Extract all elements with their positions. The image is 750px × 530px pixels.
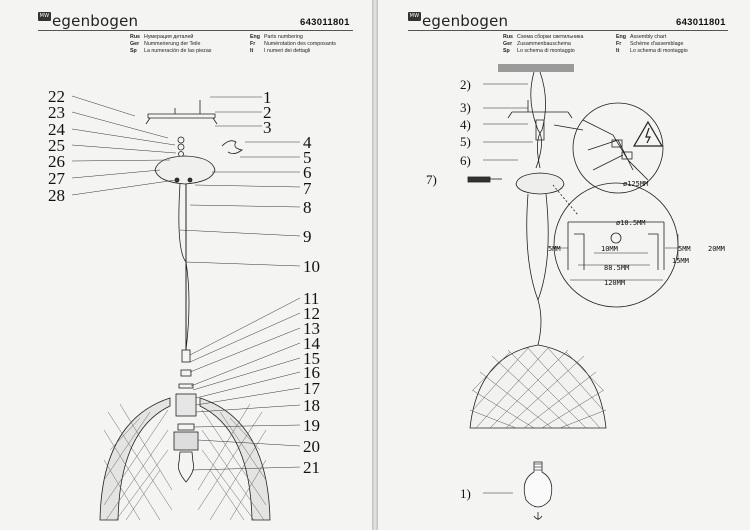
part-number-26: 26 [48, 152, 65, 171]
part-number-1: 1 [263, 88, 272, 107]
step-3-label: 3) [460, 100, 471, 115]
brand-mark: MW [408, 12, 421, 21]
article-code: 643011801 [676, 17, 726, 28]
page-gutter [372, 0, 378, 530]
part-number-7: 7 [303, 179, 312, 198]
dim-88-5mm: 88.5MM [604, 264, 629, 272]
ceiling-block [498, 64, 574, 72]
part-number-3: 3 [263, 118, 272, 137]
header-divider [38, 30, 353, 31]
part-number-13: 13 [303, 319, 320, 338]
dim-diameter-outer: ø125MM [623, 180, 648, 188]
part-number-5: 5 [303, 148, 312, 167]
step-4-label: 4) [460, 117, 471, 132]
part-number-21: 21 [303, 458, 320, 477]
part-number-17: 17 [303, 379, 321, 398]
part-number-22: 22 [48, 87, 65, 106]
parts-diagram: 1 2 3 4 5 6 7 8 9 10 11 12 13 14 15 16 1… [48, 87, 321, 521]
article-code: 643011801 [300, 17, 350, 28]
step-6-label: 6) [460, 153, 471, 168]
part-number-4: 4 [303, 133, 312, 152]
part-number-19: 19 [303, 416, 320, 435]
part-number-27: 27 [48, 169, 66, 188]
dim-5mm-left: 5MM [548, 245, 561, 253]
dim-120mm: 120MM [604, 279, 625, 287]
dim-diameter-hole: ø10.5MM [616, 219, 646, 227]
step-7-label: 7) [426, 172, 437, 187]
brand-name: egenbogen [422, 12, 509, 30]
part-number-28: 28 [48, 186, 65, 205]
part-number-23: 23 [48, 103, 65, 122]
dim-15mm: 15MM [672, 257, 689, 265]
part-number-20: 20 [303, 437, 320, 456]
part-number-24: 24 [48, 120, 66, 139]
part-number-10: 10 [303, 257, 320, 276]
part-number-2: 2 [263, 103, 272, 122]
part-number-11: 11 [303, 289, 319, 308]
part-number-9: 9 [303, 227, 312, 246]
part-number-6: 6 [303, 163, 312, 182]
part-number-16: 16 [303, 363, 320, 382]
part-number-12: 12 [303, 304, 320, 323]
part-number-8: 8 [303, 198, 312, 217]
step-2-label: 2) [460, 77, 471, 92]
dim-5mm-right: 5MM [678, 245, 691, 253]
brand-name: egenbogen [52, 12, 139, 30]
step-1-label: 1) [460, 486, 471, 501]
part-number-25: 25 [48, 136, 65, 155]
part-number-18: 18 [303, 396, 320, 415]
brand-mark: MW [38, 12, 51, 21]
dim-10mm: 10MM [601, 245, 618, 253]
header-divider [408, 30, 728, 31]
assembly-diagram: ø125MM ø10.5MM 10MM 5MM 5MM 20MM 88.5MM … [426, 64, 725, 520]
dim-20mm: 20MM [708, 245, 725, 253]
step-5-label: 5) [460, 134, 471, 149]
part-number-15: 15 [303, 349, 320, 368]
part-number-14: 14 [303, 334, 321, 353]
